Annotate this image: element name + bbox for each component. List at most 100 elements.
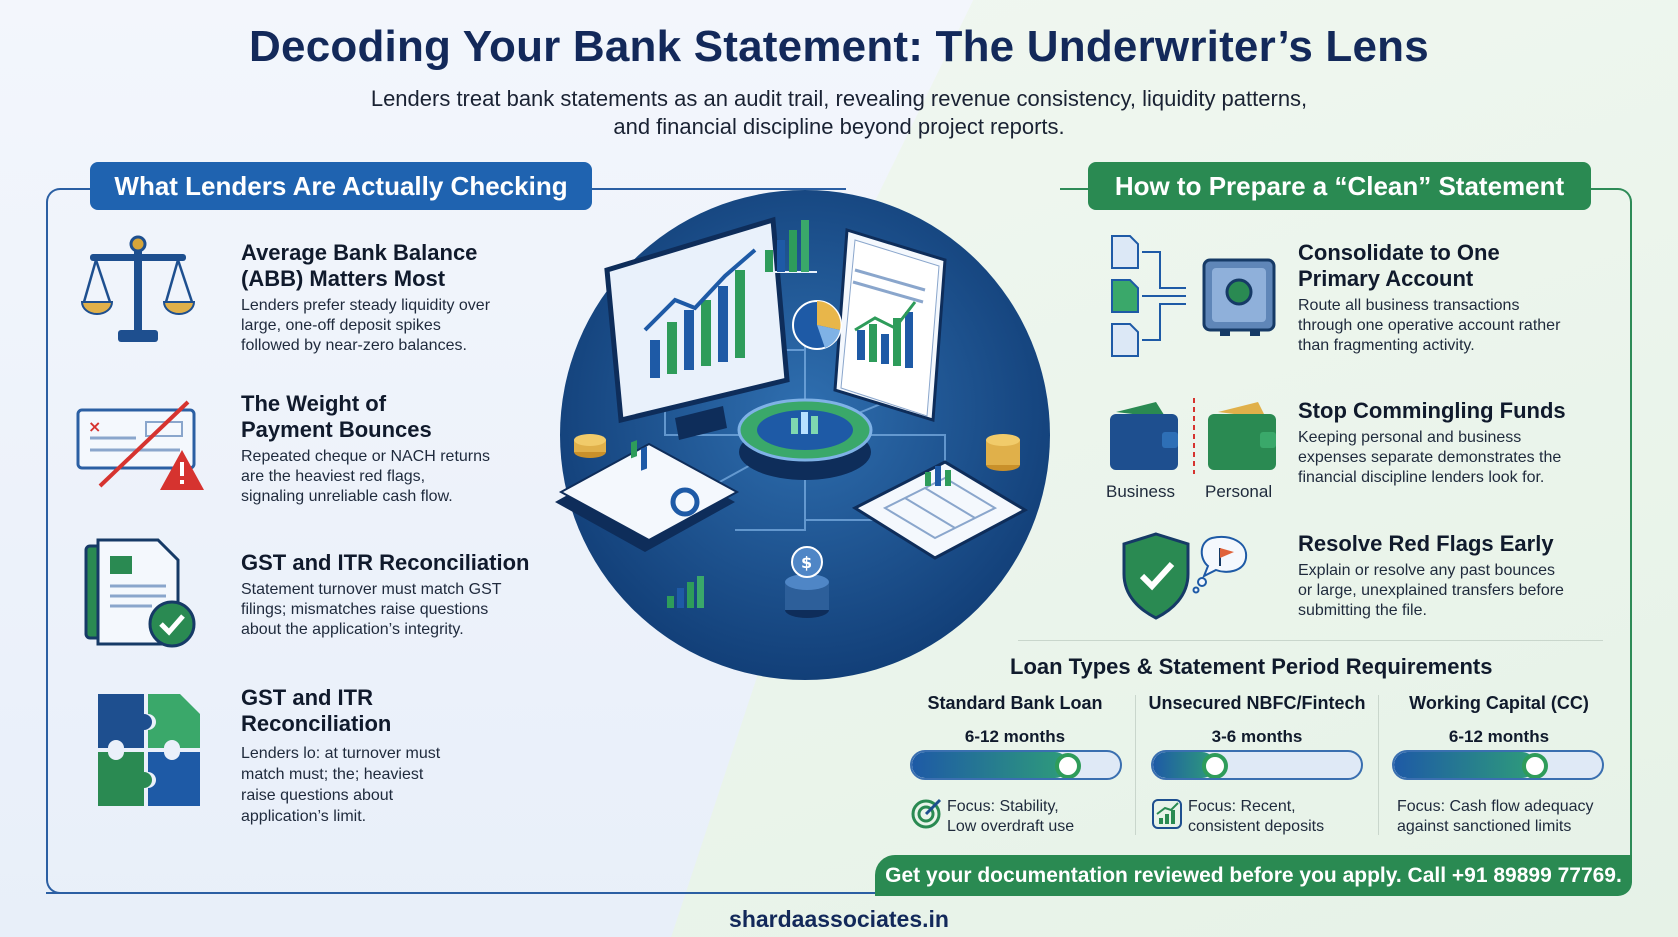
spreadsheet-right-icon	[851, 460, 1029, 560]
left-item-bounces-title2: Payment Bounces	[241, 417, 432, 442]
body-line: Lenders lo: at turnover must	[241, 745, 441, 762]
right-item-consolidate-body: Route all business transactions through …	[1298, 296, 1618, 356]
period-bar-fill	[912, 752, 1068, 778]
body-line: about the application’s integrity.	[241, 621, 464, 638]
mini-bar-chart-icon	[761, 220, 817, 273]
loan-column-nbfc: Unsecured NBFC/Fintech 3-6 months	[1142, 693, 1372, 747]
body-line: or large, unexplained transfers before	[1298, 582, 1564, 599]
body-line: match must; the; heaviest	[241, 766, 424, 783]
right-item-consolidate-title2: Primary Account	[1298, 266, 1474, 291]
body-line: followed by near-zero balances.	[241, 337, 467, 354]
loan-name: Unsecured NBFC/Fintech	[1148, 693, 1366, 713]
period-bar-working-capital	[1392, 750, 1604, 780]
body-line: raise questions about	[241, 787, 394, 804]
right-item-red-flags: Resolve Red Flags Early Explain or resol…	[1298, 531, 1618, 621]
period-bar-fill	[1394, 752, 1535, 778]
right-item-red-flags-title1: Resolve Red Flags Early	[1298, 531, 1554, 556]
bounced-cheque-icon: ×	[76, 400, 204, 490]
subtitle-line-2: and financial discipline beyond project …	[613, 114, 1065, 139]
central-disc-icon	[737, 398, 873, 480]
page-title: Decoding Your Bank Statement: The Underw…	[249, 22, 1429, 71]
body-line: Repeated cheque or NACH returns	[241, 448, 491, 465]
statement-stack-left-icon	[555, 440, 740, 552]
left-section-heading: What Lenders Are Actually Checking	[90, 162, 592, 210]
loan-months: 3-6 months	[1211, 727, 1303, 746]
body-line: expenses separate demonstrates the	[1298, 449, 1562, 466]
body-line: filings; mismatches raise questions	[241, 601, 489, 618]
body-line: are the heaviest red flags,	[241, 468, 426, 485]
target-icon	[911, 798, 942, 829]
body-line: financial discipline lenders look for.	[1298, 469, 1545, 486]
left-item-bounces-title1: The Weight of	[241, 391, 387, 416]
period-bar-nbfc	[1151, 750, 1363, 780]
body-line: Route all business transactions	[1298, 297, 1520, 314]
period-bar-knob	[1055, 753, 1081, 778]
right-section-heading: How to Prepare a “Clean” Statement	[1088, 162, 1591, 210]
body-line: submitting the file.	[1298, 602, 1427, 619]
report-document-icon	[833, 228, 947, 422]
dollar-coin-stack-icon: $	[785, 546, 829, 618]
left-item-bounces-body: Repeated cheque or NACH returns are the …	[241, 447, 541, 507]
subtitle-line-1: Lenders treat bank statements as an audi…	[370, 86, 1308, 111]
body-line: Explain or resolve any past bounces	[1298, 562, 1556, 579]
loan-name: Working Capital (CC)	[1409, 693, 1589, 713]
left-item-gst2-title1: GST and ITR	[241, 685, 373, 710]
left-item-gst2-body: Lenders lo: at turnover must match must;…	[241, 743, 541, 827]
focus-line: Low overdraft use	[947, 818, 1075, 835]
focus-line: Focus: Cash flow adequacy	[1397, 798, 1594, 815]
period-bar-knob	[1522, 753, 1548, 778]
focus-line: against sanctioned limits	[1397, 818, 1572, 835]
left-item-gst-body: Statement turnover must match GST filing…	[241, 580, 541, 640]
growth-chart-icon	[1152, 799, 1182, 829]
body-line: than fragmenting activity.	[1298, 337, 1475, 354]
loan-column-working-capital: Working Capital (CC) 6-12 months	[1384, 693, 1614, 747]
body-line: large, one-off deposit spikes	[241, 317, 441, 334]
shield-check-icon	[1122, 532, 1248, 620]
left-item-abb: Average Bank Balance (ABB) Matters Most …	[241, 240, 541, 356]
bottom-frame-line	[46, 892, 876, 894]
body-line: Statement turnover must match GST	[241, 581, 502, 598]
loan-name: Standard Bank Loan	[927, 693, 1103, 713]
bottom-bar-chart-icon	[667, 576, 704, 608]
left-item-gst: GST and ITR Reconciliation Statement tur…	[241, 550, 541, 640]
central-hub-illustration: $	[555, 190, 1050, 680]
coins-left-icon	[574, 434, 606, 458]
left-item-gst2-title2: Reconciliation	[241, 711, 392, 736]
loan-focus-working-capital: Focus: Cash flow adequacy against sancti…	[1397, 797, 1627, 837]
documents-to-safe-icon	[1111, 235, 1276, 357]
loan-months: 6-12 months	[1448, 727, 1550, 746]
wallet-label-personal: Personal	[1205, 482, 1273, 501]
period-bar-standard	[910, 750, 1122, 780]
divider-line	[1018, 640, 1603, 641]
focus-line: Focus: Recent,	[1188, 798, 1296, 815]
left-item-abb-title1: Average Bank Balance	[241, 240, 478, 265]
left-item-abb-body: Lenders prefer steady liquidity over lar…	[241, 296, 541, 356]
wallets-icon	[1110, 398, 1276, 474]
right-item-commingling: Stop Commingling Funds Keeping personal …	[1298, 398, 1618, 488]
loan-focus-standard: Focus: Stability, Low overdraft use	[947, 797, 1137, 837]
body-line: signaling unreliable cash flow.	[241, 488, 453, 505]
right-item-consolidate: Consolidate to One Primary Account Route…	[1298, 240, 1618, 356]
left-item-bounces: The Weight of Payment Bounces Repeated c…	[241, 391, 541, 507]
column-divider	[1378, 695, 1379, 835]
pie-chart-icon	[792, 300, 842, 350]
document-check-icon	[84, 538, 196, 648]
body-line: Keeping personal and business	[1298, 429, 1522, 446]
loan-months: 6-12 months	[964, 727, 1066, 746]
right-item-consolidate-title1: Consolidate to One	[1298, 240, 1500, 265]
loan-focus-nbfc: Focus: Recent, consistent deposits	[1188, 797, 1378, 837]
website-link[interactable]: shardaassociates.in	[729, 906, 949, 932]
left-item-gst-2: GST and ITR Reconciliation Lenders lo: a…	[241, 685, 541, 827]
loan-types-title: Loan Types & Statement Period Requiremen…	[1010, 654, 1493, 679]
body-line: through one operative account rather	[1298, 317, 1561, 334]
wallet-label-business: Business	[1106, 482, 1175, 501]
page-subtitle: Lenders treat bank statements as an audi…	[289, 85, 1389, 141]
loan-column-standard: Standard Bank Loan 6-12 months	[900, 693, 1130, 747]
left-item-gst-title1: GST and ITR Reconciliation	[241, 550, 530, 575]
call-to-action-banner[interactable]: Get your documentation reviewed before y…	[875, 855, 1632, 896]
svg-text:×: ×	[88, 417, 101, 436]
scales-icon	[80, 235, 196, 342]
column-divider	[1135, 695, 1136, 835]
svg-text:$: $	[801, 553, 812, 572]
left-item-abb-title2: (ABB) Matters Most	[241, 266, 446, 291]
